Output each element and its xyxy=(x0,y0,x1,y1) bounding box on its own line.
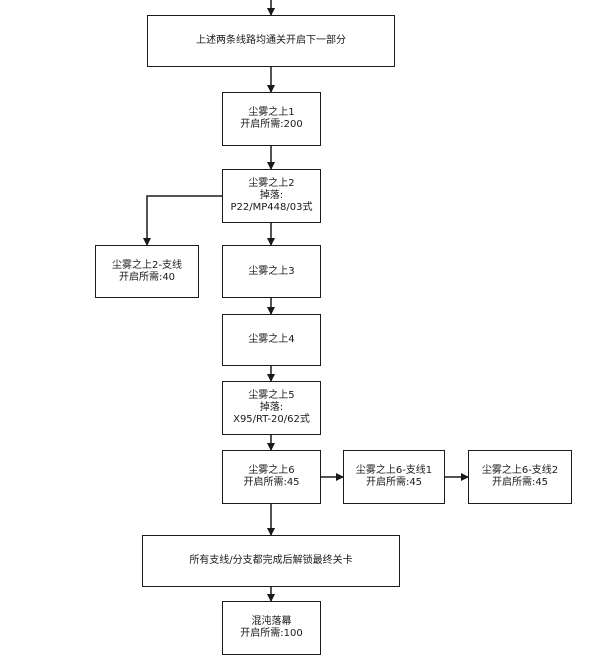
node-chenwu-2-branch-cost: 开启所需:40 xyxy=(118,271,176,283)
node-chenwu-6-branch-2-cost: 开启所需:45 xyxy=(491,477,549,488)
node-chenwu-2: 尘雾之上2 掉落: P22/MP448/03式 xyxy=(222,169,321,223)
node-chenwu-2-title: 尘雾之上2 xyxy=(248,178,295,189)
node-chenwu-4: 尘雾之上4 xyxy=(222,314,321,366)
node-chenwu-5-drop-items: X95/RT-20/62式 xyxy=(233,414,310,425)
node-chenwu-1-cost: 开启所需:200 xyxy=(240,119,303,130)
node-chaos-curtain-title: 混沌落幕 xyxy=(251,616,292,627)
node-chenwu-6-branch-2-title: 尘雾之上6-支线2 xyxy=(481,465,559,476)
node-chenwu-6: 尘雾之上6 开启所需:45 xyxy=(222,450,321,504)
node-final-unlock: 所有支线/分支都完成后解锁最终关卡 xyxy=(142,535,400,587)
node-chenwu-6-cost: 开启所需:45 xyxy=(243,477,300,488)
node-chenwu-5-title: 尘雾之上5 xyxy=(248,390,295,401)
node-intro: 上述两条线路均通关开启下一部分 xyxy=(147,15,395,67)
node-chenwu-2-drop-label: 掉落: xyxy=(259,190,284,201)
node-final-unlock-text: 所有支线/分支都完成后解锁最终关卡 xyxy=(189,555,353,566)
node-chenwu-3-title: 尘雾之上3 xyxy=(248,265,295,277)
node-chenwu-5: 尘雾之上5 掉落: X95/RT-20/62式 xyxy=(222,381,321,435)
node-chenwu-1-title: 尘雾之上1 xyxy=(248,107,295,118)
node-chenwu-2-branch-title: 尘雾之上2-支线 xyxy=(112,259,182,271)
arrow-chenwu2-to-branch xyxy=(143,195,222,246)
node-chenwu-6-branch-1-cost: 开启所需:45 xyxy=(365,477,423,488)
node-chenwu-6-branch-2: 尘雾之上6-支线2 开启所需:45 xyxy=(468,450,572,504)
node-chenwu-5-drop-label: 掉落: xyxy=(259,402,284,413)
node-chenwu-2-branch: 尘雾之上2-支线 开启所需:40 xyxy=(95,245,199,298)
node-chenwu-4-title: 尘雾之上4 xyxy=(248,334,295,345)
node-chenwu-6-title: 尘雾之上6 xyxy=(248,465,295,476)
node-chaos-curtain-cost: 开启所需:100 xyxy=(240,628,303,639)
node-chenwu-6-branch-1-title: 尘雾之上6-支线1 xyxy=(355,465,433,476)
node-chenwu-6-branch-1: 尘雾之上6-支线1 开启所需:45 xyxy=(343,450,445,504)
node-chaos-curtain: 混沌落幕 开启所需:100 xyxy=(222,601,321,655)
node-chenwu-2-drop-items: P22/MP448/03式 xyxy=(230,202,313,213)
node-chenwu-1: 尘雾之上1 开启所需:200 xyxy=(222,92,321,146)
node-intro-text: 上述两条线路均通关开启下一部分 xyxy=(196,35,346,46)
node-chenwu-3: 尘雾之上3 xyxy=(222,245,321,298)
